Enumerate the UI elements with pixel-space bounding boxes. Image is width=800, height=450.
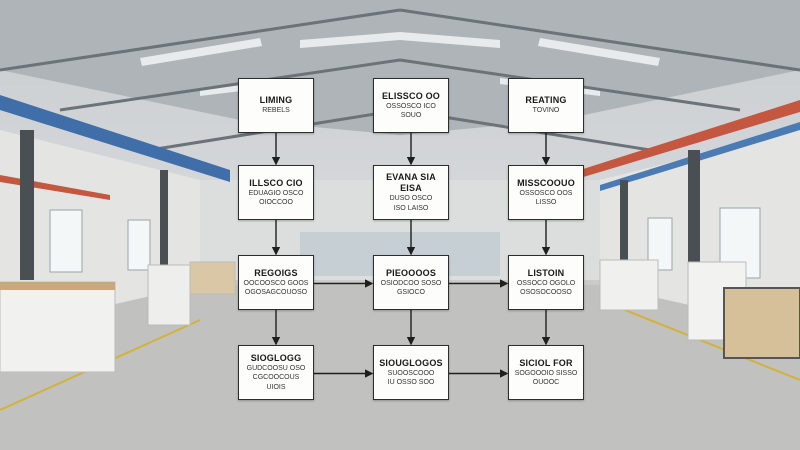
node-subtext: OGOSAGCOUOSO [244,289,308,296]
node-subtext: OOCOOSCO GOOS [243,279,309,287]
node-subtext: OIOCCOO [259,199,293,206]
node-title: REATING [525,95,567,106]
node-subtext: DUSO OSCO [389,195,433,202]
node-subtext: OSSOSCO ICO SOUO [386,103,436,119]
node-subtext: SUOOSCOOO [387,369,435,377]
node-title: SIOUGLOGOS [379,357,443,368]
node-subtext: REBELS [262,107,290,115]
node-subtext: IU OSSO SOO [387,379,435,386]
node-title: MISSCOOUO [517,177,575,188]
node-title: SIOGLOGG [250,352,302,363]
node-subtext: ISO LAISO [393,204,429,212]
node-title: LISTOIN [527,267,565,278]
node-title: REGOIGS [254,267,298,278]
node-subtext: UIOIS [266,383,286,391]
node-subtext: OSOSOCOOSO [520,289,572,296]
node-subtext: LISSO [535,199,557,206]
node-subtext: OSIODCOO SOSO [380,279,442,287]
node-title: ILLSCO CIO [249,177,303,188]
node-subtext: OSSOSCO OOS [519,189,573,197]
flow-node: EVANA SIA EISA DUSO OSCO ISO LAISO [373,165,449,220]
node-subtext: GSIOCO [396,289,425,296]
node-title: SICIOL FOR [519,357,573,368]
node-subtext: CGCOOCOUS [252,374,300,382]
node-subtext: TOVINO [532,107,560,115]
node-subtext: GUDCOOSU OSO [246,364,306,372]
node-subtext: OUOOC [532,379,560,386]
flow-node: ELISSCO OO OSSOSCO ICO SOUO [373,78,449,133]
node-title: ELISSCO OO [381,91,440,101]
node-subtext: OSSOCO OGOLO [516,279,576,287]
node-title: EVANA SIA EISA [386,172,436,193]
node-title: LIMING [259,95,293,106]
node-subtext: SOGOOOIO SISSO [514,369,578,377]
node-title: PIEOOOOS [385,267,437,278]
node-subtext: EDUAGIO OSCO [248,189,304,197]
